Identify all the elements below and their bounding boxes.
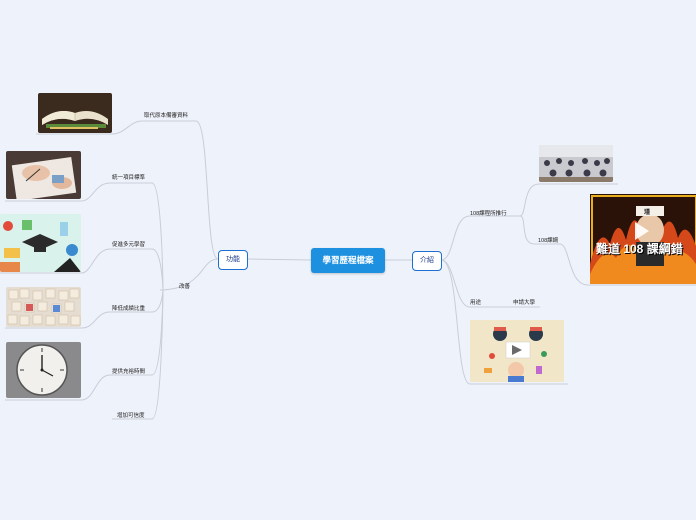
- item-108-curriculum-promoted[interactable]: 108課程所推行: [470, 211, 507, 217]
- image-open-book[interactable]: [38, 93, 112, 133]
- subtopic-improve[interactable]: 改善: [179, 284, 191, 290]
- image-writing-hands[interactable]: [6, 151, 81, 199]
- play-icon[interactable]: [635, 222, 649, 240]
- topic-features[interactable]: 功能: [218, 250, 248, 270]
- item-usage[interactable]: 用途: [470, 300, 482, 306]
- item-diverse-learning[interactable]: 促進多元學習: [112, 242, 146, 248]
- item-credibility[interactable]: 增加可信度: [117, 413, 145, 419]
- image-education-icons[interactable]: [0, 214, 81, 272]
- image-video-thumbnail[interactable]: 難道 108 課綱錯 瑾: [590, 194, 696, 284]
- video-caption: 難道 108 課綱錯: [596, 242, 683, 256]
- image-cartoon-video[interactable]: [470, 320, 564, 382]
- image-classroom[interactable]: [539, 145, 613, 182]
- item-unify-standards[interactable]: 統一項目標準: [112, 175, 146, 181]
- topic-introduction[interactable]: 介紹: [412, 251, 442, 271]
- image-clock[interactable]: [6, 342, 81, 398]
- video-badge: 瑾: [644, 210, 651, 216]
- item-lower-grades-weight[interactable]: 降低成績比重: [112, 306, 146, 312]
- central-topic[interactable]: 學習歷程檔案: [311, 248, 385, 273]
- item-ample-time[interactable]: 提供充裕時間: [112, 369, 146, 375]
- item-apply-university[interactable]: 申請大學: [513, 300, 536, 306]
- image-letter-tiles[interactable]: [6, 287, 81, 327]
- item-108-syllabus[interactable]: 108課綱: [538, 238, 559, 244]
- item-replace-review-docs[interactable]: 取代原本備審資料: [144, 113, 189, 119]
